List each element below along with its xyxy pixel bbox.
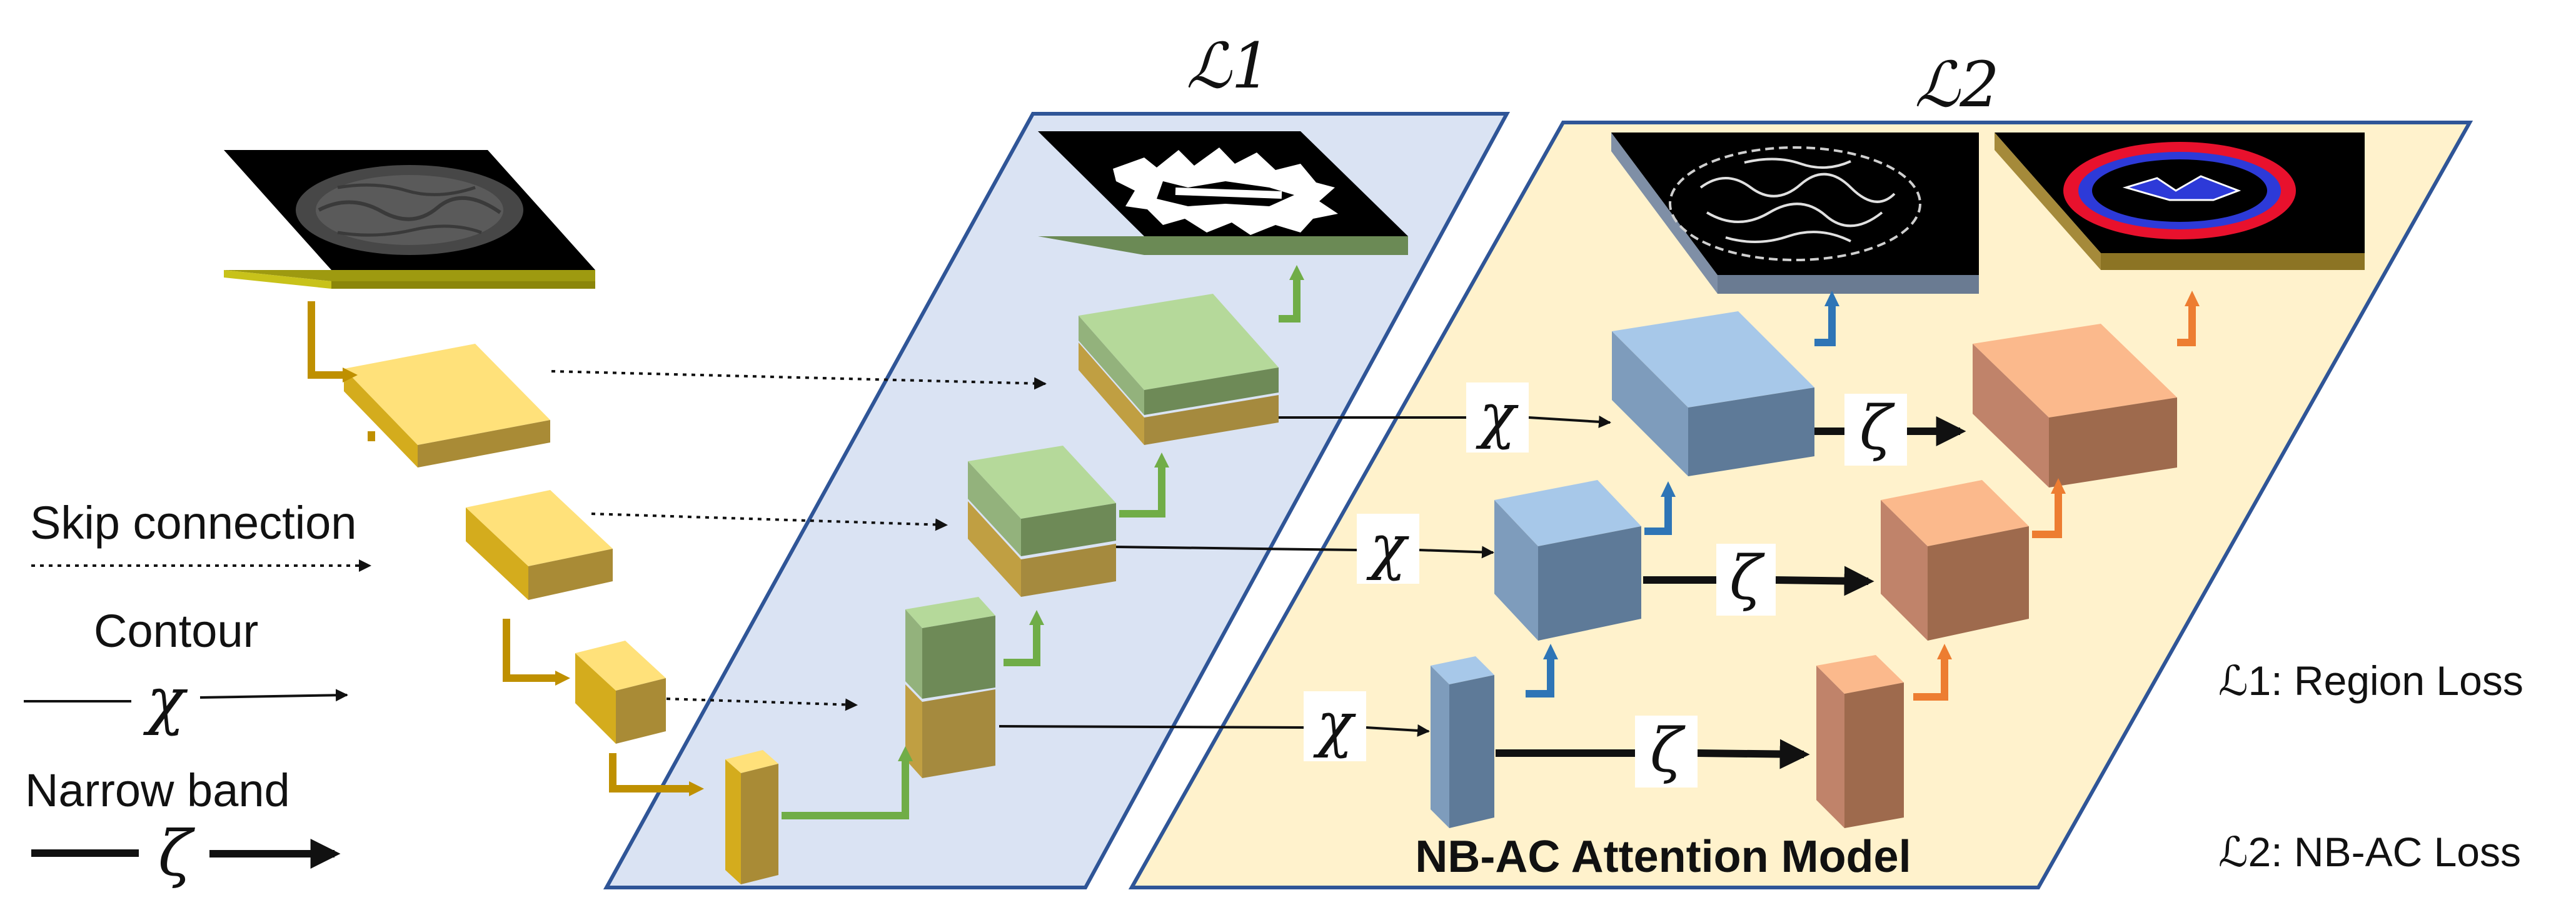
nbac-loss-heading: ℒ2 xyxy=(1914,48,2000,121)
decoder-block-2 xyxy=(968,446,1116,597)
attention-orange-up-arrow xyxy=(1913,306,2196,701)
attention-orange-block-3 xyxy=(1816,655,1904,828)
narrow-band-arrow xyxy=(1496,416,1966,769)
contour-symbol: χ xyxy=(1313,689,1356,759)
narrow-band-legend-symbol: ζ xyxy=(158,817,196,890)
input-mri-image xyxy=(224,150,595,289)
encoder-block-1 xyxy=(344,344,550,468)
contour-symbol: χ xyxy=(1366,512,1409,582)
encoder-block-2 xyxy=(466,490,613,600)
contour-symbol: χ xyxy=(1476,381,1519,451)
contour-map-image xyxy=(1611,132,1979,294)
decoder-block-1 xyxy=(1079,294,1279,445)
attention-blue-block-2 xyxy=(1494,480,1641,641)
contour-legend-label: Contour xyxy=(94,605,258,657)
encoder-down-arrow xyxy=(308,301,689,792)
region-mask-image xyxy=(1038,131,1408,255)
narrow-band-legend-label: Narrow band xyxy=(25,764,290,816)
encoder-block-3 xyxy=(575,641,666,744)
contour-legend-arrow xyxy=(199,689,348,702)
decoder-up-arrow xyxy=(782,280,1301,819)
contour-legend-symbol: χ xyxy=(143,664,188,737)
skip-connection-arrow xyxy=(551,370,1047,711)
narrow-band-image xyxy=(1995,132,2365,270)
model-title: NB-AC Attention Model xyxy=(1415,832,1911,882)
narrow-band-symbol: ζ xyxy=(1859,393,1895,463)
attention-blue-block-3 xyxy=(1431,656,1494,828)
attention-orange-block-1 xyxy=(1973,324,2177,488)
attention-orange-block-2 xyxy=(1881,480,2029,641)
narrow-band-symbol: ζ xyxy=(1729,543,1765,613)
region-loss-heading: ℒ1 xyxy=(1186,29,1271,102)
decoder-block-3 xyxy=(905,597,995,778)
narrow-band-symbol: ζ xyxy=(1650,716,1686,786)
attention-blue-block-1 xyxy=(1612,311,1814,476)
encoder-block-4 xyxy=(725,750,778,884)
nbac-loss-legend: ℒ2: NB-AC Loss xyxy=(2218,829,2521,875)
region-loss-legend: ℒ1: Region Loss xyxy=(2218,658,2523,704)
skip-connection-legend-label: Skip connection xyxy=(30,497,356,549)
attention-blue-up-arrow xyxy=(1526,306,1836,698)
contour-arrow xyxy=(999,415,1611,737)
